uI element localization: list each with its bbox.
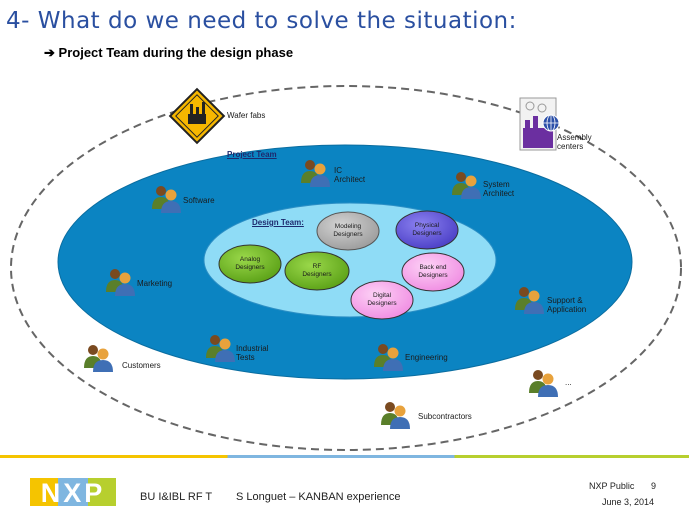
- label-project-team: Project Team: [227, 150, 277, 159]
- label-software: Software: [183, 196, 215, 205]
- footer-classification: NXP Public: [589, 481, 635, 491]
- label-industrial-tests: Industrial Tests: [236, 344, 269, 362]
- label-support-application: Support & Application: [547, 296, 587, 314]
- outer-dashed-ellipse: [10, 85, 682, 451]
- label-customers: Customers: [122, 361, 161, 370]
- person-icon-customers: [84, 345, 113, 372]
- group-analog: [218, 244, 282, 284]
- label-rf: RF Designers: [302, 263, 332, 278]
- slide-title: 4- What do we need to solve the situatio…: [6, 8, 517, 34]
- label-system-architect: System Architect: [483, 180, 515, 198]
- person-icon-subcontractors: [381, 402, 410, 429]
- person-icon-others: [529, 370, 558, 397]
- label-marketing: Marketing: [137, 279, 173, 288]
- footer-page-number: 9: [651, 481, 657, 491]
- footer-presenter: S Longuet – KANBAN experience: [236, 491, 401, 503]
- group-modeling: [316, 211, 380, 251]
- footer-dept: BU I&IBL RF T: [140, 491, 213, 503]
- group-physical: [395, 210, 459, 250]
- label-physical: Physical Designers: [412, 222, 442, 237]
- factory-icon: [168, 87, 226, 145]
- group-digital: [350, 280, 414, 320]
- nxp-logo: NXP: [30, 478, 116, 508]
- arrow-icon: ➔: [44, 45, 55, 60]
- assembly-building-icon: [519, 97, 560, 151]
- label-assembly-centers: Assembly centers: [557, 133, 592, 151]
- slide-subtitle: ➔ Project Team during the design phase: [44, 45, 293, 61]
- label-ic-architect: IC Architect: [334, 166, 366, 184]
- group-backend: [401, 252, 465, 292]
- label-ellipsis: ...: [565, 378, 572, 387]
- subtitle-text: Project Team during the design phase: [58, 45, 294, 60]
- label-digital: Digital Designers: [367, 292, 397, 307]
- group-rf: [284, 251, 350, 291]
- label-analog: Analog Designers: [235, 256, 265, 271]
- label-subcontractors: Subcontractors: [418, 412, 472, 421]
- logo-text: NXP: [41, 478, 106, 508]
- label-wafer-fabs: Wafer fabs: [227, 111, 266, 120]
- footer-divider: [0, 455, 689, 458]
- label-design-team: Design Team:: [252, 218, 304, 227]
- label-backend: Back end Designers: [418, 264, 448, 279]
- label-modeling: Modeling Designers: [333, 223, 363, 238]
- label-engineering: Engineering: [405, 353, 448, 362]
- footer-date: June 3, 2014: [602, 497, 655, 507]
